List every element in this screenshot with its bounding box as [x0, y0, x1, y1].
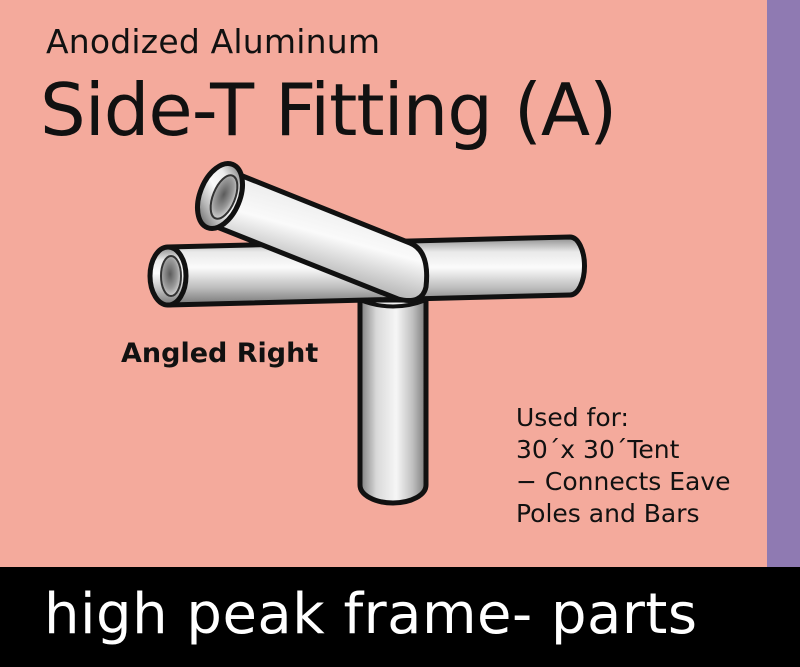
usage-line-4: Poles and Bars	[516, 499, 700, 528]
angled-tube	[195, 161, 430, 303]
usage-line-1: Used for:	[516, 403, 629, 432]
usage-notes: Used for: 30´x 30´Tent − Connects Eave P…	[516, 402, 731, 530]
usage-line-3: − Connects Eave	[516, 467, 731, 496]
variant-label: Angled Right	[121, 338, 319, 369]
usage-line-2: 30´x 30´Tent	[516, 435, 680, 464]
footer-bar: high peak frame- parts	[0, 567, 800, 667]
side-t-fitting-icon	[147, 161, 587, 506]
footer-title: high peak frame- parts	[44, 582, 698, 647]
side-color-stripe	[767, 0, 800, 567]
product-title: Side-T Fitting (A)	[40, 68, 617, 152]
material-subtitle: Anodized Aluminum	[46, 22, 381, 61]
vertical-tube	[357, 297, 429, 506]
